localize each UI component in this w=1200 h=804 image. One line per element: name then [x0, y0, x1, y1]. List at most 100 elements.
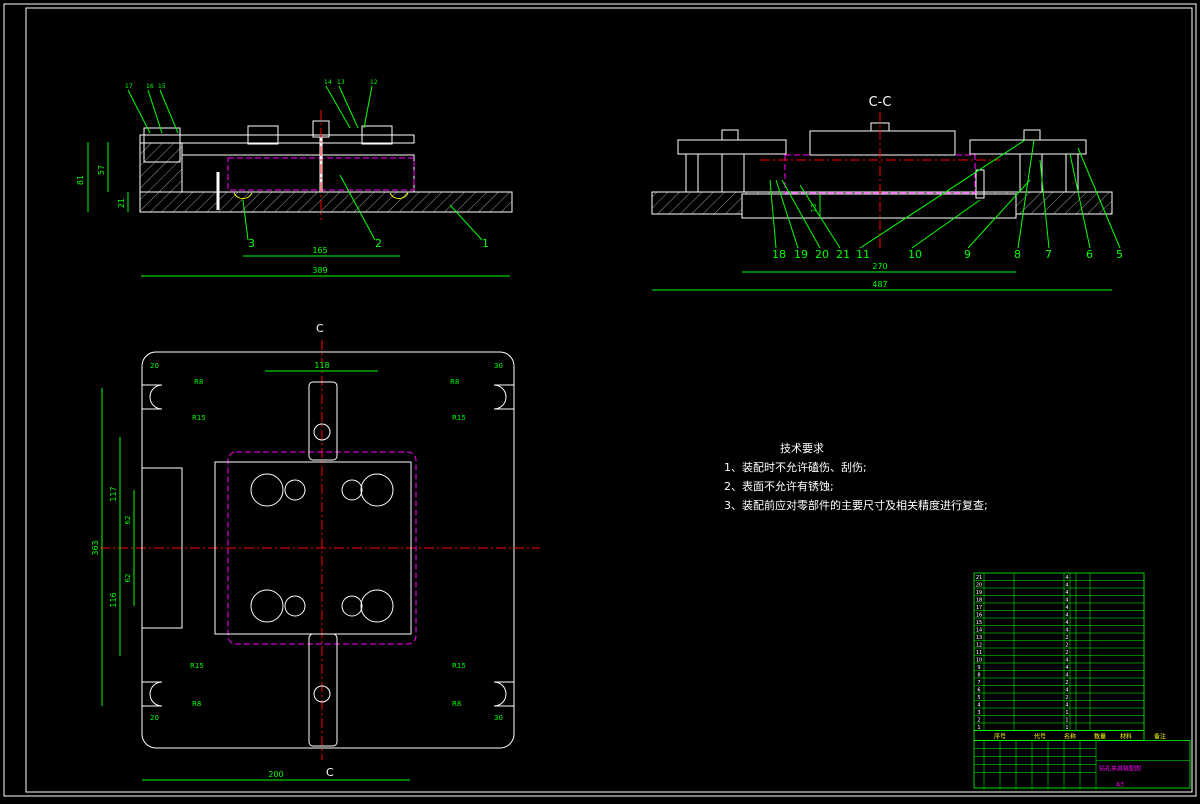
outer-frame: [3, 3, 1197, 797]
front-view: 389 165 81 57 21 3 2 1 17 16 15 14 13 12: [76, 79, 513, 277]
front-dim-h-total: 81: [76, 175, 85, 185]
balloon-1: 1: [482, 237, 489, 250]
front-top-plate: [139, 134, 415, 144]
leader-7: [1039, 159, 1050, 249]
top-dim-h-mid2: 62: [124, 574, 132, 583]
bom-row-index: 21: [976, 575, 982, 581]
radius-label: R8: [192, 700, 201, 708]
bom-row-index: 2: [977, 718, 980, 724]
balloon-14: 14: [324, 79, 332, 86]
radius-label: R8: [450, 378, 459, 386]
bom-header-cell: 备注: [1154, 733, 1166, 741]
bom-row-index: 4: [977, 703, 980, 709]
bom-row-qty: 2: [1065, 643, 1068, 649]
balloon-17: 17: [125, 83, 133, 90]
bom-row-index: 9: [977, 665, 980, 671]
bushing-tr: [360, 473, 394, 507]
screw-br: [341, 595, 363, 617]
leader-18: [769, 179, 777, 249]
balloon-19: 19: [794, 248, 808, 261]
bom-row-qty: 4: [1065, 620, 1068, 626]
bom-header-cell: 代号: [1034, 733, 1046, 741]
bushing-br: [360, 589, 394, 623]
section-right-spring: [1019, 153, 1043, 193]
leader-11: [859, 139, 1026, 249]
top-slot-lower: [308, 633, 338, 747]
bom-row-index: 8: [977, 673, 980, 679]
bom-row-index: 1: [977, 725, 980, 731]
bom-row-qty: 4: [1065, 613, 1068, 619]
section-right-nut: [1023, 129, 1041, 141]
bom-row-qty: 4: [1065, 658, 1068, 664]
bom-row-index: 13: [976, 635, 982, 641]
bom-row-index: 10: [976, 658, 982, 664]
corner-slot-br: [493, 681, 514, 707]
leader-10: [911, 199, 981, 249]
front-dim-span: 165: [312, 246, 327, 255]
radius-label: R8: [452, 700, 461, 708]
section-left-nut: [721, 129, 739, 141]
radius-label: R15: [452, 662, 466, 670]
bom-row-qty: 2: [1065, 650, 1068, 656]
bom-row-qty: 4: [1065, 665, 1068, 671]
section-top-block: [809, 130, 956, 156]
balloon-13: 13: [337, 79, 345, 86]
leader-6: [1069, 153, 1091, 249]
corner-slot-tr: [493, 384, 514, 410]
bom-header-cell: 材料: [1120, 733, 1132, 741]
section-dim-inner: 270: [872, 262, 887, 271]
front-arc-right: [389, 192, 409, 200]
bom-row-index: 12: [976, 643, 982, 649]
leader-20: [781, 179, 821, 249]
tech-requirements: 技术要求 1、装配时不允许磕伤、刮伤; 2、表面不允许有锈蚀; 3、装配前应对零…: [724, 442, 988, 512]
bom-row-index: 11: [976, 650, 982, 656]
bom-row-index: 7: [977, 680, 980, 686]
section-left-post: [685, 153, 699, 193]
top-dim-right-margin: 30: [494, 362, 503, 370]
corner-slot-tl: [142, 384, 163, 410]
bom-row-qty: 4: [1065, 673, 1068, 679]
bom-row-qty: 4: [1065, 703, 1068, 709]
balloon-9: 9: [964, 248, 971, 261]
bom-row-qty: 2: [1065, 635, 1068, 641]
tech-item-3: 3、装配前应对零部件的主要尺寸及相关精度进行复查;: [724, 498, 988, 512]
top-dim-bottom-right-margin: 30: [494, 714, 503, 722]
bom-row-qty: 4: [1065, 605, 1068, 611]
leader-5: [1077, 147, 1121, 249]
radius-label: R8: [194, 378, 203, 386]
front-left-block: [139, 142, 183, 193]
bom-row-qty: 4: [1065, 628, 1068, 634]
drawing-scale: A3: [1116, 782, 1124, 789]
front-dim-h-mid: 57: [97, 165, 106, 175]
leader-21: [799, 184, 841, 249]
leader-17: [127, 89, 151, 134]
balloon-7: 7: [1045, 248, 1052, 261]
screw-tr: [341, 479, 363, 501]
leader-3: [242, 199, 249, 241]
top-dim-h-overall: 363: [91, 540, 100, 555]
screw-bl: [284, 595, 306, 617]
bom-row-qty: 4: [1065, 583, 1068, 589]
bom-row-index: 20: [976, 583, 982, 589]
bom-row-qty: 1: [1065, 710, 1068, 716]
balloon-5: 5: [1116, 248, 1123, 261]
drawing-name: 钻孔夹具装配图: [1099, 765, 1141, 773]
leader-16: [147, 89, 163, 134]
bushing-tl: [250, 473, 284, 507]
bom-row-index: 6: [977, 688, 980, 694]
inner-frame: [25, 7, 1193, 793]
bom-row-qty: 1: [1065, 718, 1068, 724]
leader-13: [338, 85, 359, 129]
top-dim-top: 118: [314, 361, 329, 370]
top-hidden-body: [227, 451, 417, 645]
balloon-11: 11: [856, 248, 870, 261]
front-pins-left: [143, 127, 181, 163]
section-balloons: 18 19 20 21 11 10 9 8 7 6 5: [769, 139, 1123, 261]
leader-19: [775, 179, 799, 249]
bom-row-qty: 4: [1065, 575, 1068, 581]
front-clamp-2: [361, 125, 393, 145]
section-dim-overall: 487: [872, 280, 887, 289]
corner-slot-bl: [142, 681, 163, 707]
